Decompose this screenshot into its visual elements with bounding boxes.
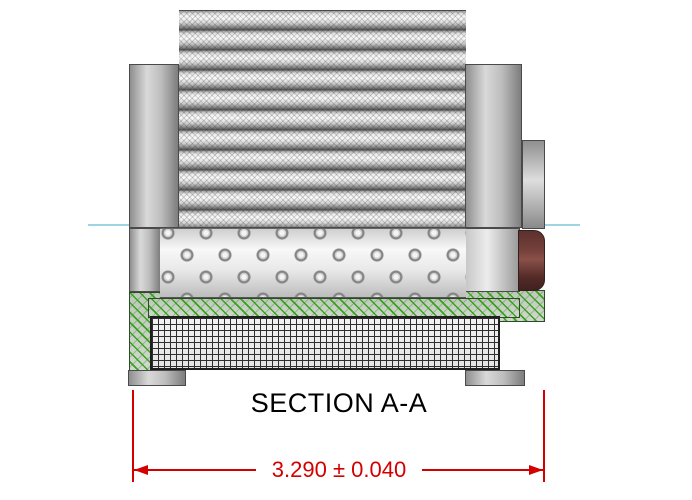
wire-mesh-screen [150,316,500,370]
pleated-filter-media [179,10,466,228]
left-end-cap-lower [129,228,161,292]
left-end-cap-upper [129,64,179,228]
perforated-core-tube [160,228,466,298]
dimension-text: 3.290 ± 0.040 [271,457,407,482]
left-end-cap-foot [128,370,186,386]
dimension-extension-line-right [543,390,545,482]
right-end-cap-lower [465,228,520,292]
dimension-line-left-segment [134,469,256,471]
right-end-cap-upper [465,64,522,228]
oring-seal [518,230,545,291]
outer-wrap-hatch-strip [148,298,520,318]
dimension-arrowhead-right-icon [529,465,543,475]
right-end-cap-extension [522,140,545,229]
dimension-arrowhead-left-icon [134,465,148,475]
right-end-cap-foot [465,370,525,386]
section-label: SECTION A-A [250,388,428,418]
dimension-line-right-segment [422,469,543,471]
dimension-extension-line-left [132,390,134,482]
